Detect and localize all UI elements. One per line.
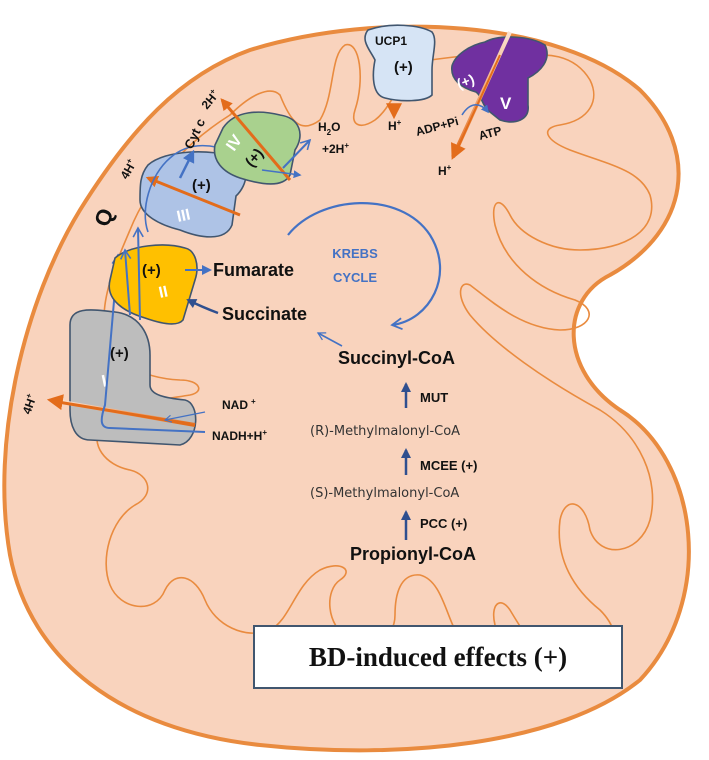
complex-III-effect: (+) (192, 177, 211, 194)
krebs-label-2: CYCLE (333, 270, 377, 285)
complex-III-proton-arrow (145, 176, 241, 217)
succinate-to-complex-II-arrow (186, 298, 219, 315)
legend-box: BD-induced effects (+) (253, 625, 623, 689)
q-arrow-from-complex-II (119, 248, 132, 316)
complex-V-h-label: H+ (438, 163, 452, 178)
complex-I: (+) I (69, 309, 197, 446)
adp-to-atp-arrow (461, 104, 490, 116)
r-methylmalonyl-label: (R)-Methylmalonyl-CoA (310, 424, 460, 439)
complex-I-effect: (+) (110, 345, 129, 362)
complex-I-numeral: I (100, 371, 109, 391)
complex-III-numeral: III (175, 207, 192, 226)
complex-IV-proton-arrow (220, 98, 292, 181)
complex-V-effect: (+) (455, 71, 477, 92)
top-4h-label: 4H+ (117, 156, 140, 181)
plus-2h-label: +2H+ (322, 141, 349, 156)
krebs-cycle-arrow (287, 202, 442, 330)
complex-V: (+) V (451, 36, 548, 123)
water-label: H2O (318, 120, 340, 137)
left-4h-label: 4H+ (19, 392, 40, 416)
succinyl-coa-label: Succinyl-CoA (338, 348, 455, 368)
complex-III-to-cytc-arrow (178, 149, 195, 179)
propionyl-coa-label: Propionyl-CoA (350, 544, 476, 564)
ucp1-h-label: H+ (388, 118, 402, 133)
complex-II-effect: (+) (142, 262, 161, 279)
complex-IV-oxygen-arrow (282, 138, 312, 169)
nadh-label: NADH+H+ (212, 428, 267, 443)
ucp1-effect: (+) (394, 59, 413, 76)
ucp1-label: UCP1 (375, 34, 407, 48)
s-methylmalonyl-label: (S)-Methylmalonyl-CoA (310, 486, 459, 501)
nad-label: NAD+ (222, 397, 256, 412)
nadh-electron-path (100, 253, 206, 433)
succinylcoa-to-succinate-arrow (316, 332, 343, 347)
mcee-label: MCEE (+) (420, 458, 477, 473)
pcc-label: PCC (+) (420, 516, 467, 531)
ucp1: UCP1 (+) (364, 24, 436, 102)
mut-label: MUT (420, 390, 448, 405)
complex-II: (+) II (108, 244, 198, 325)
krebs-label-1: KREBS (332, 246, 378, 261)
complex-V-numeral: V (500, 94, 512, 113)
succinate-label: Succinate (222, 304, 307, 324)
complex-II-numeral: II (157, 283, 169, 301)
legend-text: BD-induced effects (+) (308, 641, 568, 672)
complex-III: (+) III (139, 151, 247, 238)
fumarate-label: Fumarate (213, 260, 294, 280)
atp-label: ATP (477, 123, 503, 143)
